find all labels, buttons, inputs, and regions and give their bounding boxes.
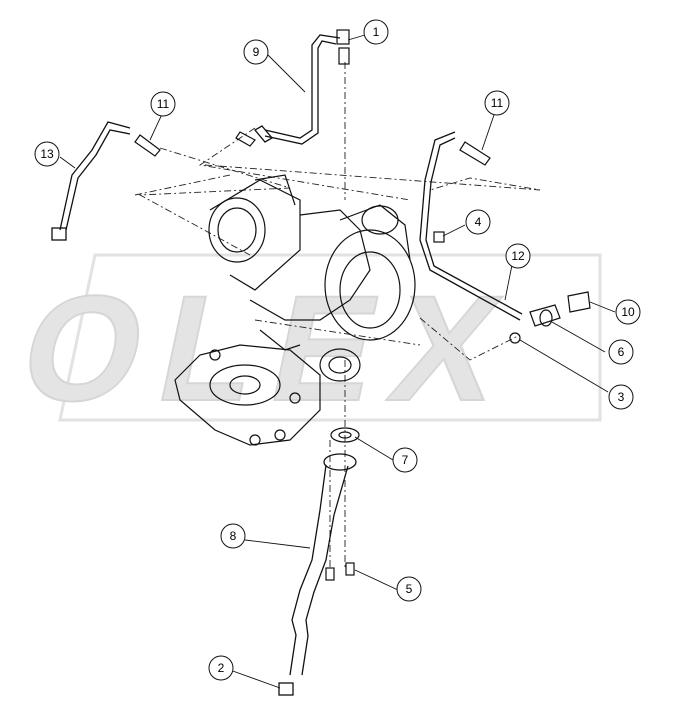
fitting-11-left (134, 131, 256, 157)
callout-9: 9 (243, 39, 269, 65)
callout-13-label: 13 (40, 147, 54, 161)
callout-10: 10 (615, 299, 641, 325)
watermark-logo: OLEX (7, 253, 602, 434)
fitting-11-right (459, 141, 491, 166)
callout-10-label: 10 (621, 305, 635, 319)
callout-7: 7 (392, 447, 418, 473)
callouts: 1 9 11 11 13 4 12 10 (34, 19, 641, 681)
fitting-1 (336, 29, 350, 65)
callout-7-label: 7 (402, 453, 409, 467)
pipe-12 (419, 131, 523, 321)
pipe-13 (51, 121, 131, 241)
assembly-dashed-lines (134, 62, 541, 570)
callout-1: 1 (363, 19, 389, 45)
callout-12: 12 (505, 243, 531, 269)
turbocharger-housing (174, 174, 416, 446)
callout-9-label: 9 (253, 45, 260, 59)
pipe-9 (254, 34, 341, 145)
callout-8-label: 8 (230, 529, 237, 543)
callout-12-label: 12 (511, 249, 525, 263)
callout-8: 8 (220, 523, 246, 549)
callout-6: 6 (608, 339, 634, 365)
callout-3: 3 (608, 384, 634, 410)
callout-5-label: 5 (406, 582, 413, 596)
callout-2-label: 2 (218, 661, 225, 675)
callout-4: 4 (465, 209, 491, 235)
fittings-10-6-3 (509, 291, 591, 344)
callout-1-label: 1 (373, 25, 380, 39)
gasket-7 (330, 427, 360, 443)
callout-6-label: 6 (618, 345, 625, 359)
leader-lines (59, 34, 616, 689)
fitting-4 (433, 231, 445, 243)
bolts-5 (325, 562, 355, 581)
callout-11-right-label: 11 (491, 96, 504, 110)
callout-11-left: 11 (150, 91, 176, 117)
watermark-text: OLEX (8, 266, 514, 433)
callout-11-left-label: 11 (157, 97, 170, 111)
callout-3-label: 3 (618, 390, 625, 404)
callout-5: 5 (396, 576, 422, 602)
callout-2: 2 (208, 655, 234, 681)
callout-4-label: 4 (475, 215, 482, 229)
callout-13: 13 (34, 141, 60, 167)
callout-11-right: 11 (484, 90, 510, 116)
pipe-8 (278, 453, 357, 696)
